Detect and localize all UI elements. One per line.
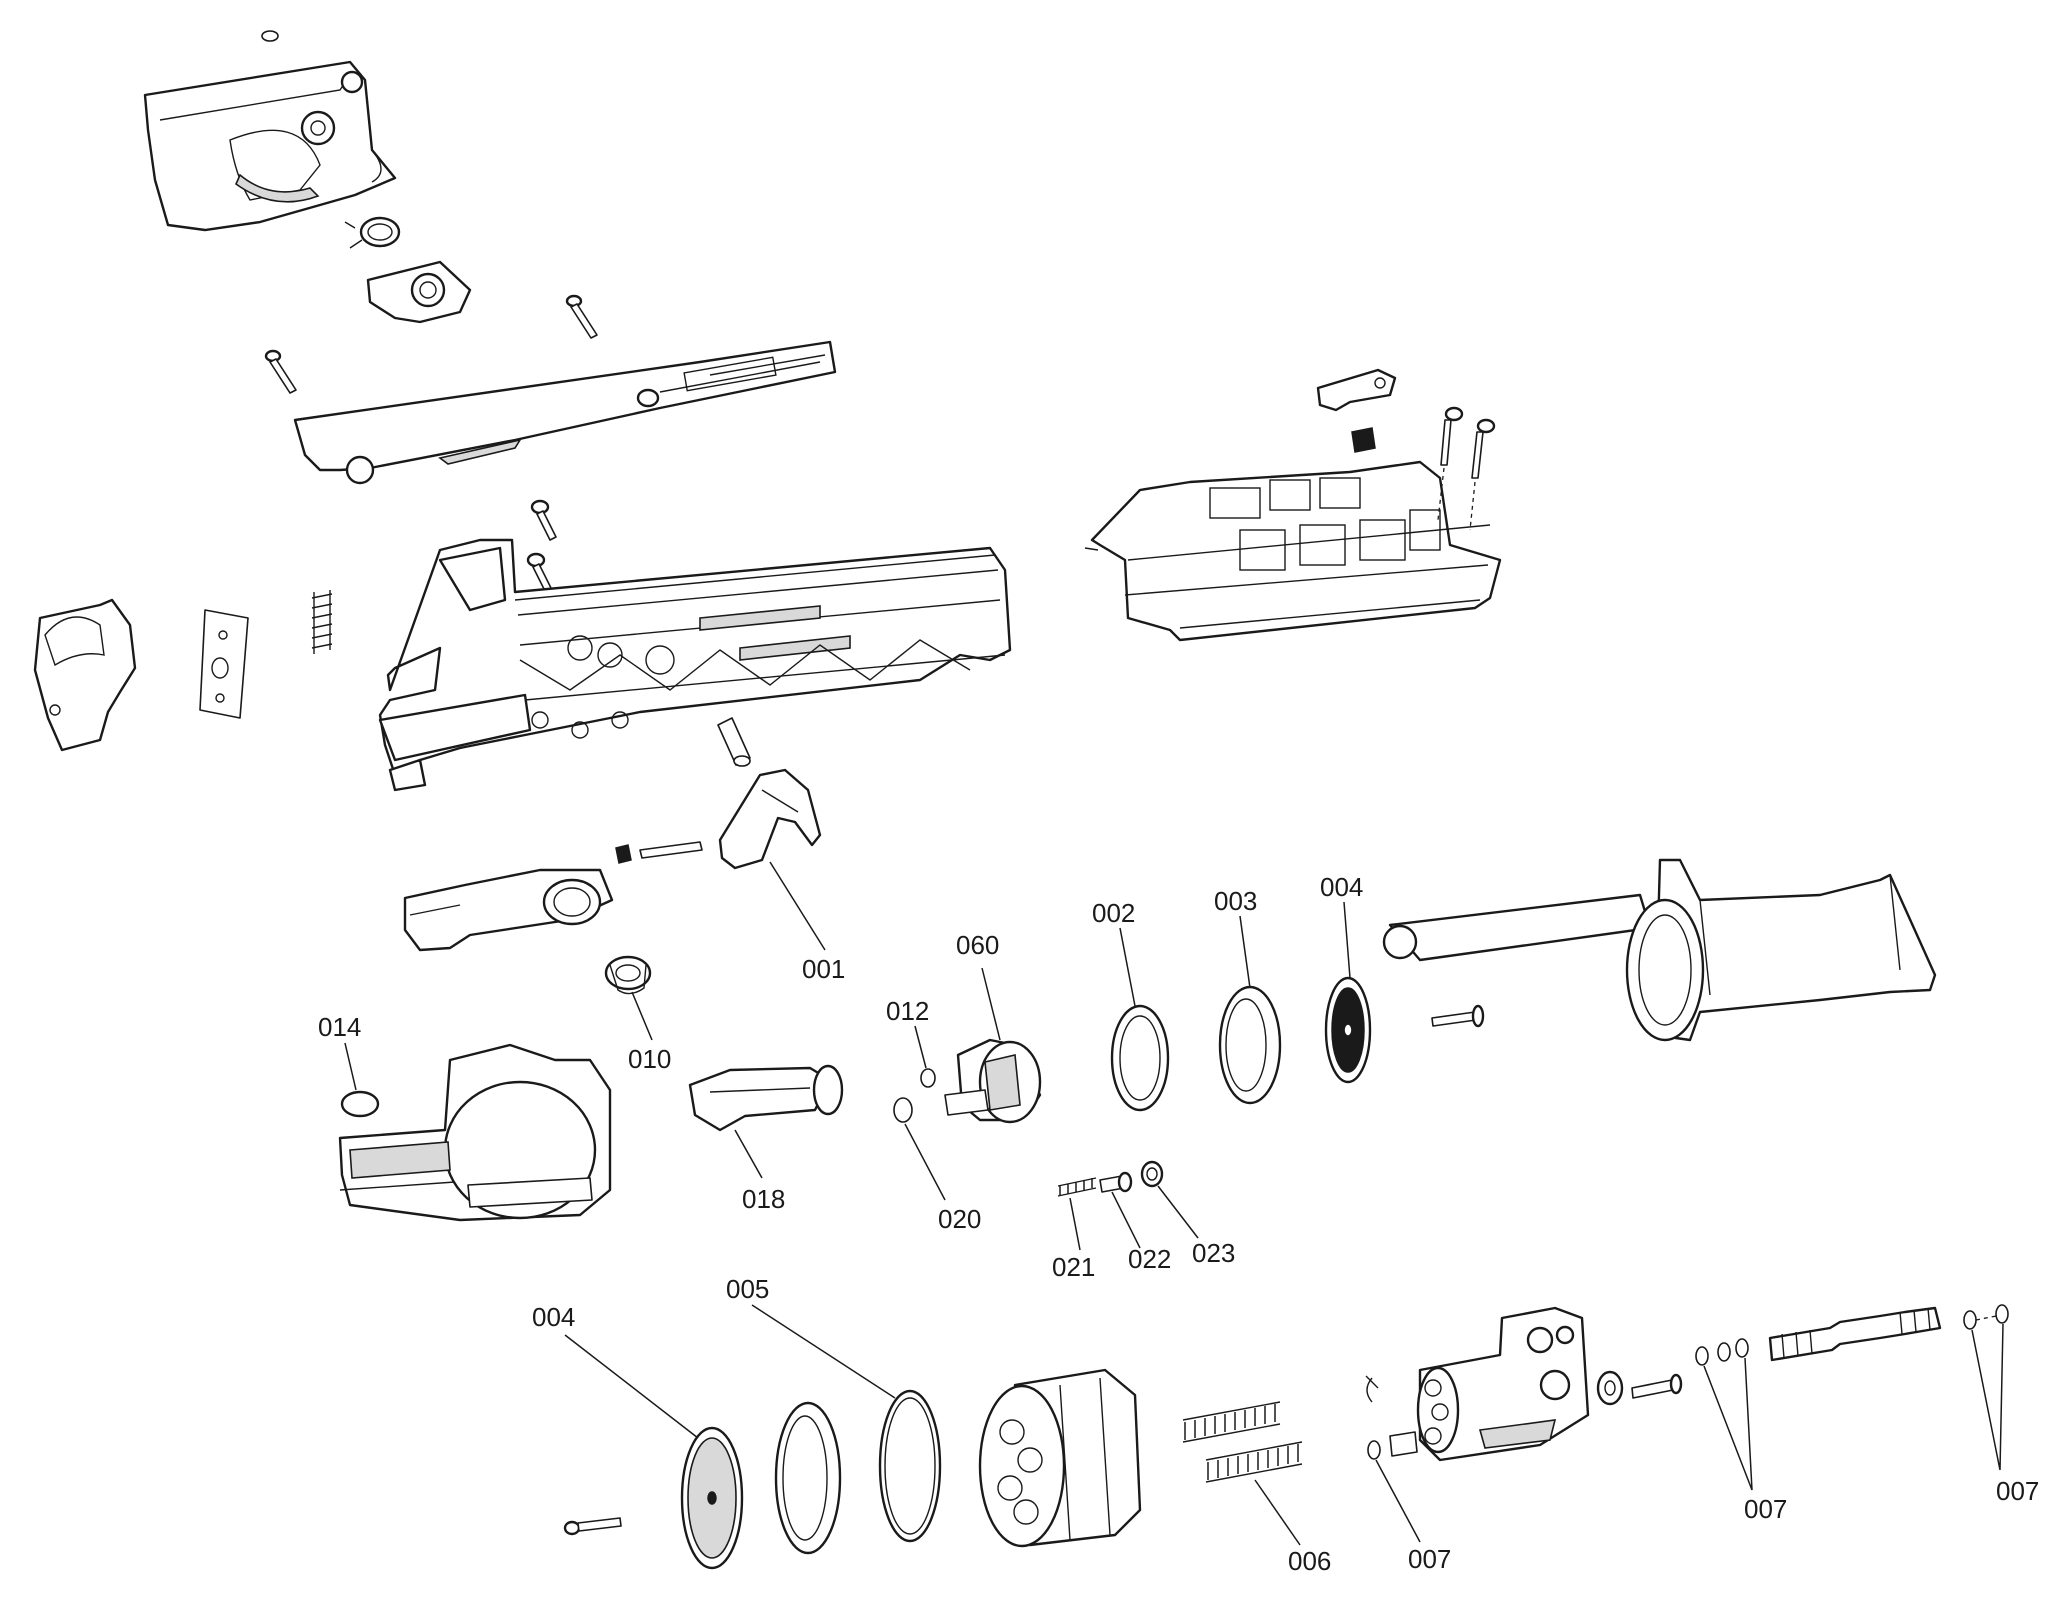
grip-spring-part [1351, 427, 1376, 453]
label-018: 018 [742, 1184, 785, 1214]
valve-screw-part [1631, 1373, 1683, 1399]
torsion-spring-part [344, 216, 401, 249]
leader-014 [344, 1042, 357, 1091]
leader-021 [1069, 1197, 1081, 1251]
barrel-shroud-part [1382, 858, 1937, 1042]
stock-end-cap-part [33, 598, 137, 752]
valve-022-part [1099, 1171, 1133, 1193]
label-007b: 007 [1744, 1494, 1787, 1524]
label-001: 001 [802, 954, 845, 984]
bolt-carrier-part [403, 868, 614, 952]
receiver-part [378, 538, 1012, 792]
bottom-screw-part [563, 1517, 622, 1536]
screw-receiver-1 [530, 499, 557, 541]
mesh-disc-004b-part [680, 1426, 744, 1570]
screw-top-center [565, 294, 598, 339]
o-ring-020-part [893, 1097, 913, 1123]
buffer-spring-part [311, 590, 333, 654]
label-005: 005 [726, 1274, 769, 1304]
sear-part [366, 260, 472, 324]
grip-screw-1 [1437, 406, 1464, 521]
piston-head-060-part [944, 1038, 1042, 1124]
mesh-disc-004-part [1324, 976, 1372, 1084]
small-pin-part [615, 841, 703, 864]
label-012: 012 [886, 996, 929, 1026]
bolt-018-part [688, 1064, 844, 1132]
leader-005 [751, 1304, 896, 1399]
label-020: 020 [938, 1204, 981, 1234]
bushing-part [604, 955, 652, 995]
o-ring-005-part [878, 1389, 942, 1543]
leader-018 [734, 1129, 763, 1179]
leader-010 [631, 991, 653, 1041]
leader-003 [1239, 915, 1251, 989]
piston-cup-bottom-part [774, 1401, 842, 1555]
valve-stem-part [1768, 1306, 1942, 1362]
label-014: 014 [318, 1012, 361, 1042]
label-007a: 007 [1408, 1544, 1451, 1574]
valve-pin-part [1367, 1431, 1418, 1460]
spring-021-part [1057, 1177, 1097, 1197]
label-021: 021 [1052, 1252, 1095, 1282]
grip-lever-part [1316, 368, 1397, 412]
nut-part [1596, 1370, 1624, 1406]
label-002: 002 [1092, 898, 1135, 928]
label-060: 060 [956, 930, 999, 960]
magazine-housing-part [338, 1043, 612, 1222]
valve-body-part [1416, 1306, 1590, 1462]
o-ring-014-part [340, 1090, 380, 1118]
revolver-cylinder-part [978, 1368, 1142, 1548]
leader-002 [1119, 927, 1136, 1007]
o-ring-012-part [920, 1068, 936, 1088]
o-rings-007-group-1 [1695, 1338, 1749, 1366]
label-003: 003 [1214, 886, 1257, 916]
label-007c: 007 [1996, 1476, 2039, 1506]
label-006: 006 [1288, 1546, 1331, 1576]
leader-004b [564, 1334, 699, 1439]
leader-007a [1375, 1459, 1421, 1543]
leader-020 [904, 1123, 946, 1201]
leader-012 [914, 1025, 927, 1069]
leader-006 [1254, 1479, 1301, 1546]
screw-receiver-2 [526, 552, 553, 594]
label-010: 010 [628, 1044, 671, 1074]
hammer-link-part [718, 768, 822, 870]
seal-ring-002-part [1110, 1004, 1170, 1112]
springs-006-part [1182, 1401, 1303, 1483]
label-004a: 004 [1320, 872, 1363, 902]
label-022: 022 [1128, 1244, 1171, 1274]
leader-060 [981, 967, 1001, 1041]
grip-screw-2 [1469, 418, 1496, 531]
leader-022 [1111, 1191, 1141, 1249]
grip-frame-part [1084, 460, 1502, 642]
leader-007b [1703, 1357, 1753, 1491]
e-clip-part [1365, 1375, 1379, 1403]
trigger-housing-part [143, 60, 397, 232]
leader-004a [1343, 901, 1351, 979]
valve-cap-023-part [1140, 1160, 1164, 1188]
pivot-pin-part [717, 717, 751, 767]
leader-001 [769, 861, 826, 951]
o-rings-007-group-2 [1963, 1304, 2009, 1330]
label-023: 023 [1192, 1238, 1235, 1268]
charging-slide-part [293, 340, 837, 485]
leader-023 [1157, 1185, 1199, 1239]
label-004b: 004 [532, 1302, 575, 1332]
small-o-ring-top [261, 30, 279, 42]
shroud-screw-part [1431, 1004, 1485, 1028]
leader-007c [1971, 1323, 2004, 1471]
end-plate-part [199, 609, 249, 719]
screw-top-left [264, 349, 297, 394]
piston-cup-003-part [1218, 985, 1282, 1105]
